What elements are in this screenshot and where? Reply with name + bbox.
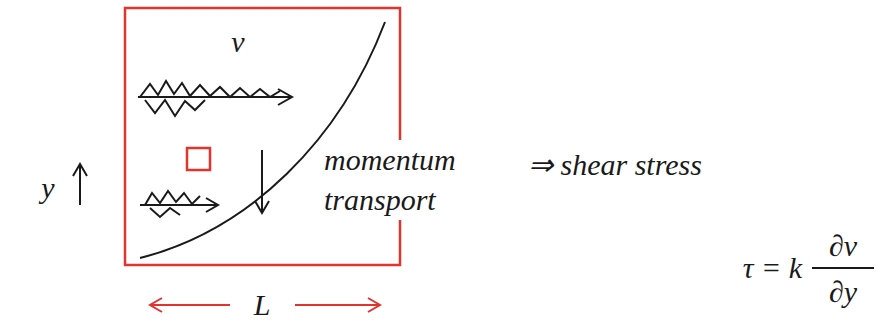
slow-flow-arrow	[140, 191, 218, 217]
control-volume	[125, 8, 400, 265]
fast-flow-arrow	[138, 81, 292, 116]
fraction-bar	[812, 267, 874, 269]
formula-denominator: ∂y	[829, 272, 857, 312]
transport-note: momentum transport	[322, 140, 506, 220]
y-axis-arrow	[73, 164, 87, 205]
axis-label: y	[41, 168, 54, 208]
fluid-element	[187, 148, 210, 170]
formula-text: τ = k	[743, 248, 802, 288]
transport-arrow	[255, 150, 269, 213]
formula-numerator: ∂v	[829, 226, 857, 266]
velocity-label: v	[231, 22, 244, 62]
result-note: ⇒ shear stress	[528, 145, 702, 185]
dimension-label: L	[254, 285, 271, 325]
